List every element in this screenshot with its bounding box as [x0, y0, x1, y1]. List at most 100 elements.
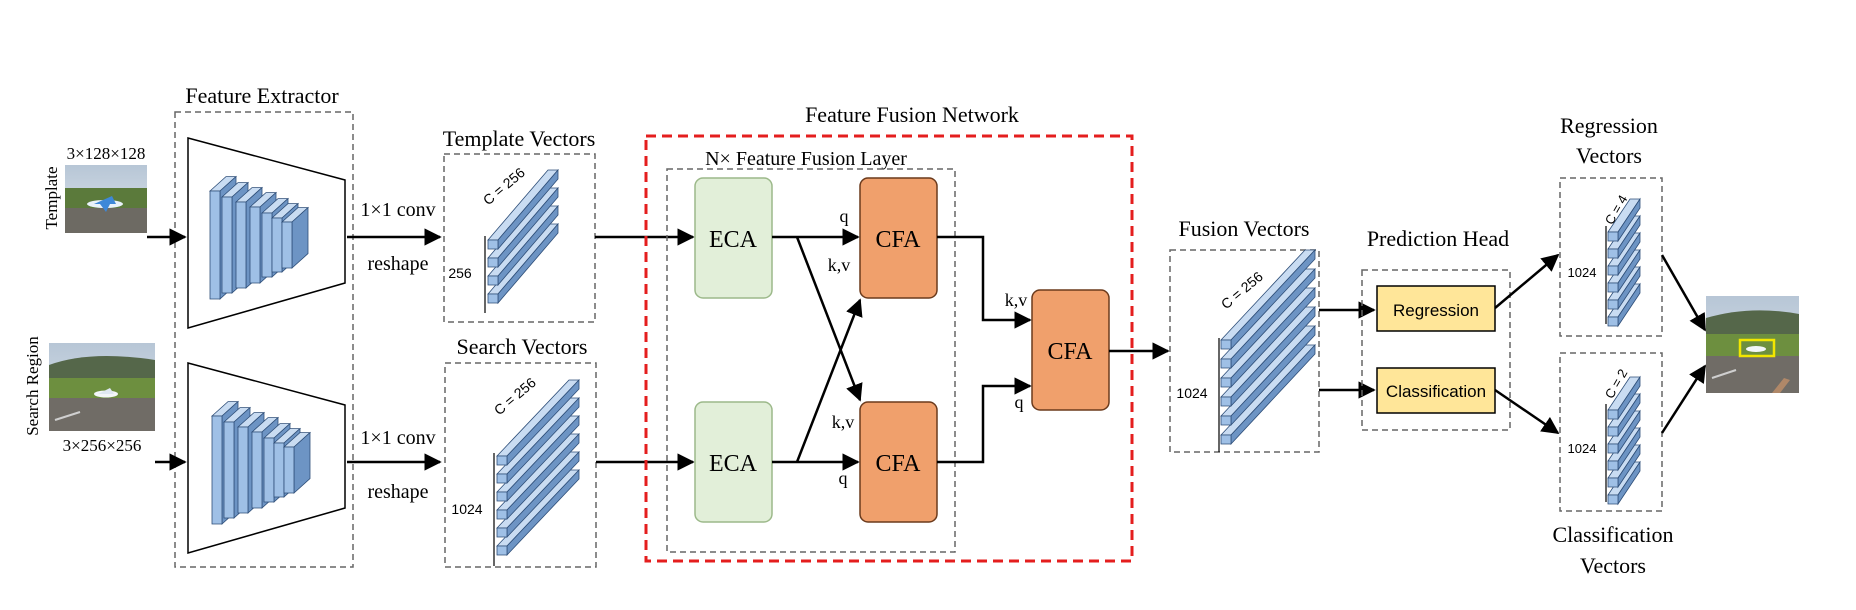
search-length-label: 1024: [451, 501, 482, 517]
template-label: Template: [42, 166, 61, 229]
template-vector-stack: [487, 168, 559, 305]
search-channels-label: C = 256: [491, 374, 539, 418]
regression-to-vectors-arrow: [1494, 253, 1560, 309]
vector-bar-front: [496, 527, 508, 538]
cfa-bottom-kv-label: k,v: [832, 412, 855, 432]
template-size-label: 3×128×128: [67, 144, 146, 163]
regression-to-output-arrow: [1660, 254, 1707, 332]
final-q-label: q: [1015, 392, 1024, 412]
backbone-layer-front: [281, 221, 293, 269]
output-tracking-image: [1706, 296, 1799, 393]
classification-to-vectors-arrow: [1494, 388, 1560, 435]
vector-bar-front: [1220, 339, 1232, 350]
eca-bottom-to-cfa-top-arrow: [795, 298, 863, 463]
backbone-layer-front: [249, 206, 261, 284]
fusion-length-label: 1024: [1176, 385, 1207, 401]
search-vector-stack: [496, 378, 580, 557]
regression-length-label: 1024: [1568, 265, 1597, 280]
vector-bar-front: [1607, 282, 1619, 293]
backbone-layer-front: [221, 196, 233, 294]
backbone-layer-front: [235, 201, 247, 289]
backbone-layer-front: [263, 437, 275, 503]
search-vectors-title: Search Vectors: [457, 334, 588, 359]
template-conv-label: 1×1 conv: [360, 199, 435, 221]
vector-bar-front: [1607, 426, 1619, 437]
vector-bar-front: [487, 275, 499, 286]
fusion-vectors-title: Fusion Vectors: [1179, 216, 1310, 241]
feature-extractor-box: [174, 111, 354, 568]
search-size-label: 3×256×256: [63, 436, 142, 455]
fusion-vector-stack: [1220, 248, 1316, 446]
fusion-network-title: Feature Fusion Network: [805, 102, 1019, 127]
template-length-label: 256: [448, 265, 472, 281]
eca-label-top: ECA: [709, 227, 758, 253]
classification-head-label: Classification: [1386, 382, 1486, 401]
vector-bar-front: [496, 455, 508, 466]
fusion-layer-box: [666, 168, 956, 553]
vector-bar-front: [1607, 409, 1619, 420]
eca-top-to-cfa-bottom-arrow: [795, 236, 863, 402]
regression-vectors-title-line1: Regression: [1560, 113, 1658, 138]
template-vectors-title: Template Vectors: [443, 126, 596, 151]
backbone-layer-front: [223, 421, 235, 519]
eca-label-bottom: ECA: [709, 451, 758, 477]
search-vectors-box: [444, 362, 597, 568]
regression-vectors-title-line2: Vectors: [1576, 143, 1642, 168]
vector-bar-front: [496, 545, 508, 556]
cfa-bottom-q-label: q: [839, 468, 848, 488]
vector-bar-front: [496, 491, 508, 502]
search-region-image: [49, 343, 155, 431]
backbone-layer-front: [271, 217, 283, 273]
cfa-top-q-label: q: [840, 206, 849, 226]
vector-bar-front: [1607, 443, 1619, 454]
prediction-head-title: Prediction Head: [1367, 226, 1509, 251]
vector-bar-front: [496, 509, 508, 520]
vector-bar-front: [1220, 396, 1232, 407]
vector-bar-front: [1607, 265, 1619, 276]
final-kv-label: k,v: [1005, 290, 1028, 310]
backbone-layers-bottom: [210, 400, 312, 525]
classification-vectors-title-line1: Classification: [1553, 522, 1674, 547]
prediction-head-box: [1361, 269, 1511, 431]
backbone-layer-front: [261, 212, 273, 278]
cfa-top-to-final-arrow: [937, 235, 1032, 329]
template-image: [65, 165, 147, 233]
vector-bar-front: [1607, 316, 1619, 327]
backbone-layer-front: [251, 431, 263, 509]
tracking-bounding-box: [1738, 338, 1776, 358]
vector-bar-front: [1220, 434, 1232, 445]
vector-bar-front: [1607, 231, 1619, 242]
fusion-layer-title: N× Feature Fusion Layer: [705, 148, 907, 170]
vector-bar-front: [1607, 248, 1619, 259]
vector-bar-front: [1607, 477, 1619, 488]
vector-bar-front: [1607, 299, 1619, 310]
fusion-vectors-box: [1169, 249, 1320, 453]
cfa-label-final: CFA: [1048, 339, 1094, 365]
vector-bar-front: [1607, 494, 1619, 505]
vector-bar-front: [487, 257, 499, 268]
vector-bar-front: [496, 473, 508, 484]
vector-bar-front: [1220, 358, 1232, 369]
vector-bar-front: [487, 239, 499, 250]
vector-bar-front: [1220, 415, 1232, 426]
search-reshape-label: reshape: [367, 481, 428, 503]
regression-head: [1376, 285, 1496, 332]
backbone-layer-front: [283, 446, 295, 494]
backbone-layer-front: [211, 415, 223, 525]
backbone-layer-front: [273, 442, 285, 498]
vector-bar-front: [1607, 460, 1619, 471]
search-region-label: Search Region: [23, 336, 42, 436]
backbone-layer-front: [237, 426, 249, 514]
cfa-label-bottom: CFA: [876, 451, 922, 477]
regression-vector-stack: [1607, 197, 1641, 328]
regression-head-label: Regression: [1393, 301, 1479, 320]
template-reshape-label: reshape: [367, 253, 428, 275]
vector-bar-front: [487, 293, 499, 304]
fusion-network-box: [644, 134, 1134, 563]
search-conv-label: 1×1 conv: [360, 427, 435, 449]
classification-vector-stack: [1607, 375, 1641, 506]
cfa-top-kv-label: k,v: [828, 255, 851, 275]
classification-length-label: 1024: [1568, 441, 1597, 456]
classification-vectors-title-line2: Vectors: [1580, 553, 1646, 578]
